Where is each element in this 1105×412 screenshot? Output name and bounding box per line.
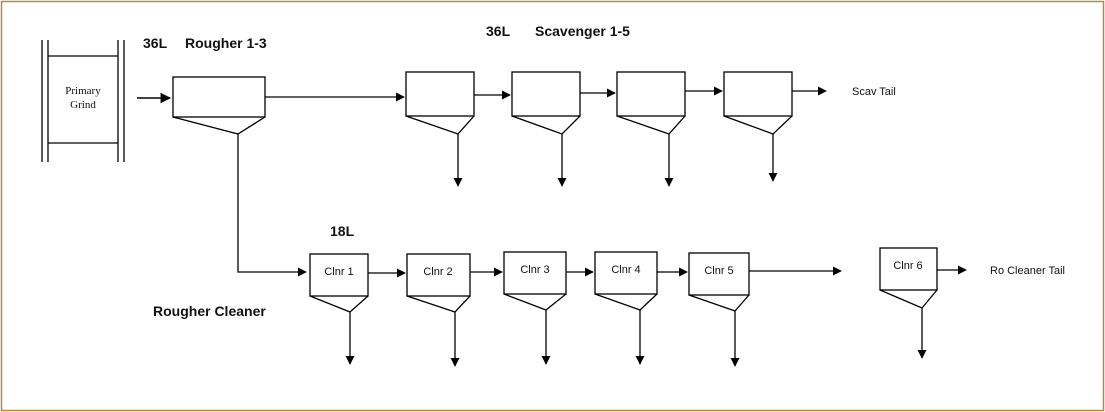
primary-grind-mill (41, 40, 125, 162)
rougher-title: Rougher 1-3 (185, 35, 267, 51)
cleaner-cell-3-label: Clnr 3 (520, 264, 549, 276)
scavenger-title: Scavenger 1-5 (535, 23, 630, 39)
cleaner-size-label: 18L (330, 223, 355, 239)
cleaner-cell-3 (503, 251, 567, 365)
cleaner-cell-2 (406, 253, 471, 367)
cleaner-cell-6 (879, 247, 938, 359)
cleaner-tail-label: Ro Cleaner Tail (990, 265, 1065, 277)
cleaner-flow-arrows (368, 265, 967, 278)
rougher-size-label: 36L (143, 35, 168, 51)
cleaner-cell-1-label: Clnr 1 (324, 266, 353, 278)
scavenger-cell-3 (616, 71, 686, 187)
scavenger-cell-1 (405, 71, 475, 187)
scavenger-size-label: 36L (486, 23, 511, 39)
rougher-concentrate-line (237, 134, 307, 277)
scavenger-cell-4 (723, 71, 793, 182)
cleaner-cell-5-label: Clnr 5 (704, 265, 733, 277)
cleaner-cell-2-label: Clnr 2 (423, 266, 452, 278)
cleaner-cell-4-label: Clnr 4 (611, 264, 640, 276)
scavenger-cell-2 (511, 71, 581, 187)
scavenger-tail-label: Scav Tail (852, 86, 896, 98)
cleaner-title: Rougher Cleaner (153, 303, 266, 319)
rougher-cell (172, 76, 266, 135)
scavenger-flow-arrows (474, 86, 827, 100)
cleaner-cell-5 (688, 252, 750, 367)
cleaner-cell-6-label: Clnr 6 (893, 260, 922, 272)
cleaner-cell-4 (594, 251, 658, 365)
primary-grind-label-line2: Grind (70, 99, 96, 111)
primary-grind-label-line1: Primary (65, 85, 101, 97)
cleaner-cell-1 (309, 253, 369, 365)
